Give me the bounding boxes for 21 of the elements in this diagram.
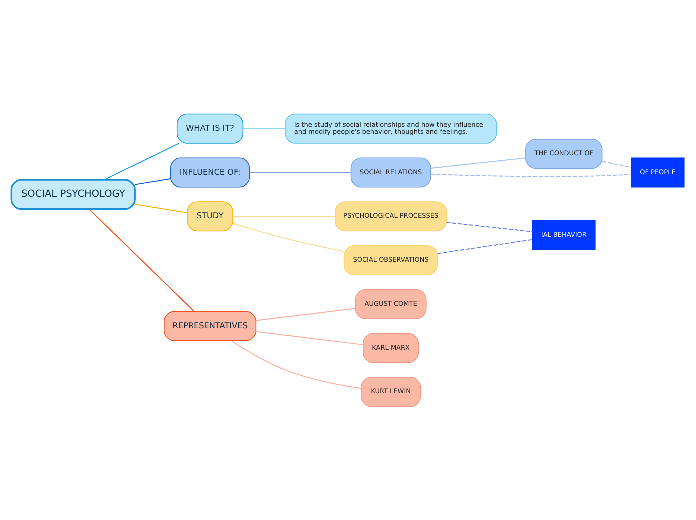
node-box: INFLUENCE OF: — [170, 157, 250, 188]
connector — [242, 128, 286, 129]
connector — [437, 238, 534, 254]
connector — [231, 340, 362, 389]
node-box: STUDY — [187, 201, 234, 232]
connector — [256, 308, 356, 321]
connector — [430, 173, 632, 177]
connector — [249, 172, 352, 173]
connector — [88, 208, 195, 312]
connector — [430, 157, 526, 168]
node-box: REPRESENTATIVES — [164, 310, 257, 341]
node-box: WHAT IS IT? — [176, 113, 244, 144]
connector — [104, 142, 180, 180]
connector — [602, 160, 632, 168]
connector — [135, 178, 172, 185]
connector — [135, 204, 188, 214]
connector — [232, 222, 345, 252]
connector — [446, 222, 534, 232]
connector — [232, 216, 336, 217]
node-box: SOCIAL PSYCHOLOGY — [10, 178, 136, 210]
connector — [256, 330, 364, 345]
